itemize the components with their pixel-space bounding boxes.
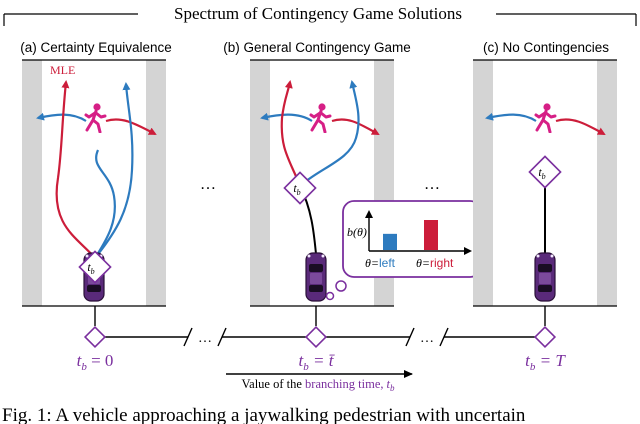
belief-left-theta: θ=: [365, 256, 379, 270]
timeline-label-2-main: t: [525, 351, 531, 370]
timeline-break-1: [183, 327, 193, 347]
panel-ellipsis-1: …: [200, 176, 216, 193]
timeline-node-0: [83, 325, 107, 349]
panel-a-label: (a) Certainty Equivalence: [20, 40, 172, 55]
belief-right-label: θ=right: [416, 256, 454, 270]
panel-a-vehicle-blue-path-2: [94, 82, 134, 259]
panel-a-mle-label: MLE: [50, 63, 75, 77]
panel-ellipsis-2: …: [424, 176, 440, 193]
timeline-label-2: tb = T: [525, 351, 566, 373]
panel-b-tb-sub: b: [297, 188, 301, 197]
timeline-label-2-rest: = T: [535, 351, 566, 370]
panel-b-lane-left: [250, 60, 270, 306]
panel-a: MLE tb: [22, 59, 166, 307]
bubble-dot-medium: [335, 280, 347, 292]
panel-a-tb-sub: b: [91, 267, 95, 276]
branching-time-highlight: branching time,: [305, 377, 383, 391]
belief-left-label: θ=left: [365, 256, 396, 270]
panel-a-tb-main: t: [87, 260, 91, 274]
panel-c-car-icon: [534, 252, 556, 302]
belief-left-word: left: [379, 256, 396, 270]
belief-right-word: right: [430, 256, 454, 270]
panel-a-vehicle-blue-path-1: [94, 149, 116, 259]
panel-b-vehicle-red-path: [280, 80, 302, 187]
timeline-label-1: tb = t̄: [299, 351, 336, 373]
timeline-label-2-sub: b: [530, 361, 536, 373]
panel-c-tb-main: t: [538, 165, 542, 179]
bubble-box: [342, 200, 482, 278]
panel-a-lane-right: [146, 60, 166, 306]
panel-b-pedestrian-right-path: [331, 118, 380, 135]
panel-a-vehicle-red-path: [55, 80, 96, 259]
panel-b-pedestrian-icon: [309, 103, 332, 133]
timeline-break-3: [405, 327, 415, 347]
panel-b-pedestrian-left-path: [260, 112, 313, 122]
svg-text:tb: tb: [87, 260, 94, 276]
branching-time-caption: Value of the branching time, tb: [242, 377, 395, 393]
svg-text:tb: tb: [538, 165, 545, 181]
panel-a-branch-node: tb: [78, 250, 112, 284]
branching-time-prefix: Value of the: [242, 377, 306, 391]
title-bracket: [3, 13, 637, 26]
belief-bar-right: [424, 220, 438, 250]
timeline-break-2: [217, 327, 227, 347]
figure-title: Spectrum of Contingency Game Solutions: [174, 4, 462, 23]
belief-bubble: b(θ) θ=left θ=right: [325, 200, 482, 301]
belief-bars: [383, 220, 438, 250]
timeline-label-1-rest: = t̄: [309, 351, 336, 370]
panel-c-pedestrian-left-path: [485, 112, 537, 122]
timeline-label-1-main: t: [299, 351, 305, 370]
panel-c-pedestrian-icon: [534, 103, 557, 133]
panel-b-label: (b) General Contingency Game: [223, 40, 411, 55]
timeline-ellipsis-2: …: [420, 331, 434, 346]
panel-c: tb: [473, 59, 617, 307]
panel-c-pedestrian-right-path: [555, 118, 606, 135]
timeline-label-0-sub: b: [81, 361, 87, 373]
figure-caption: Fig. 1: A vehicle approaching a jaywalki…: [2, 405, 526, 424]
belief-ylabel: b(θ): [347, 225, 367, 239]
panel-c-tb-sub: b: [542, 172, 546, 181]
belief-bar-left: [383, 233, 397, 250]
bubble-dot-small: [325, 291, 335, 301]
panel-a-lane-left: [22, 60, 42, 306]
panel-c-lane-left: [473, 60, 493, 306]
panel-c-branch-node: tb: [528, 155, 562, 189]
timeline-ellipsis-1: …: [198, 331, 212, 346]
timeline-label-0: tb = 0: [77, 351, 114, 373]
timeline-break-4: [439, 327, 449, 347]
panel-b-tb-main: t: [293, 181, 297, 195]
panel-b-car-icon: [305, 252, 327, 302]
panel-c-label: (c) No Contingencies: [483, 40, 609, 55]
timeline: … … tb = 0 tb = t̄ tb = T: [77, 306, 566, 373]
panel-b-vehicle-blue-path: [299, 80, 360, 187]
panel-c-lane-right: [597, 60, 617, 306]
belief-right-theta: θ=: [416, 256, 430, 270]
branching-time-symbol: t: [387, 377, 391, 391]
branching-time-sub: b: [390, 383, 395, 393]
timeline-label-0-rest: = 0: [87, 351, 114, 370]
timeline-label-1-sub: b: [303, 361, 309, 373]
svg-text:tb: tb: [293, 181, 300, 197]
panel-b-branch-node: tb: [283, 171, 317, 205]
timeline-node-1: [304, 325, 328, 349]
timeline-node-2: [533, 325, 557, 349]
panel-a-pedestrian-icon: [84, 103, 107, 133]
timeline-label-0-main: t: [77, 351, 83, 370]
